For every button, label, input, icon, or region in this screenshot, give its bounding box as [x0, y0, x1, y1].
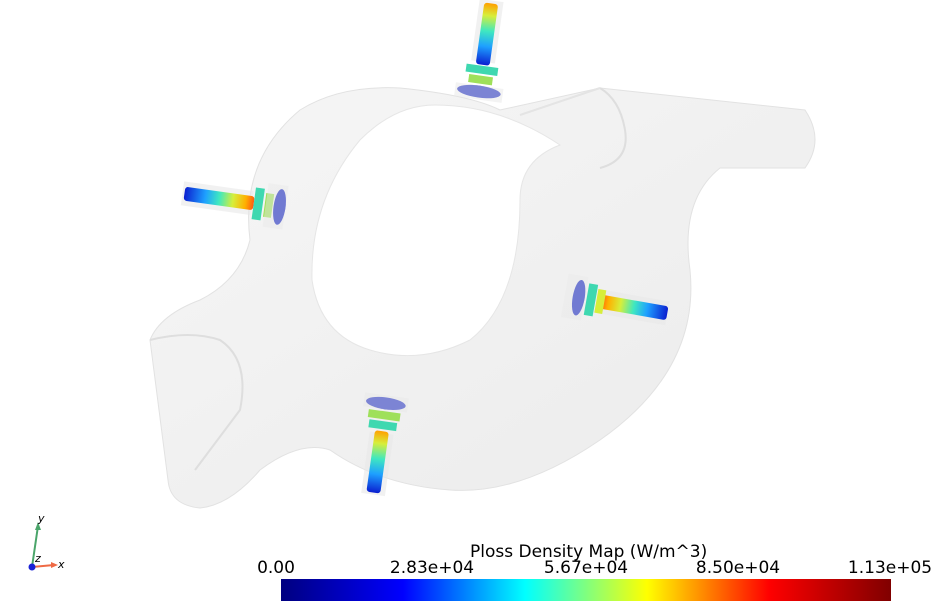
colorbar-tick-3: 8.50e+04	[695, 558, 781, 578]
x-axis-line	[31, 564, 55, 568]
bolt-top	[453, 0, 504, 103]
orientation-axes[interactable]: y z x	[14, 512, 74, 576]
z-axis-dot	[28, 563, 36, 571]
bolt-right	[561, 273, 670, 326]
colorbar-tick-4: 1.13e+05	[847, 558, 933, 578]
bolt-bottom	[361, 392, 409, 497]
y-axis-label: y	[37, 512, 45, 525]
colorbar-tick-0: 0.00	[257, 558, 295, 578]
bolt-left	[180, 181, 289, 230]
y-axis-arrow	[35, 522, 41, 530]
x-axis-label: x	[57, 558, 65, 571]
x-axis-arrow	[51, 562, 58, 568]
translucent-core-body	[149, 87, 816, 509]
y-axis-line	[31, 525, 39, 568]
colorbar-tick-2: 5.67e+04	[543, 558, 629, 578]
colorbar-title: Ploss Density Map (W/m^3)	[470, 542, 708, 562]
colorbar-tick-1: 2.83e+04	[389, 558, 475, 578]
z-axis-label: z	[34, 552, 41, 565]
colorbar-gradient	[281, 579, 891, 601]
